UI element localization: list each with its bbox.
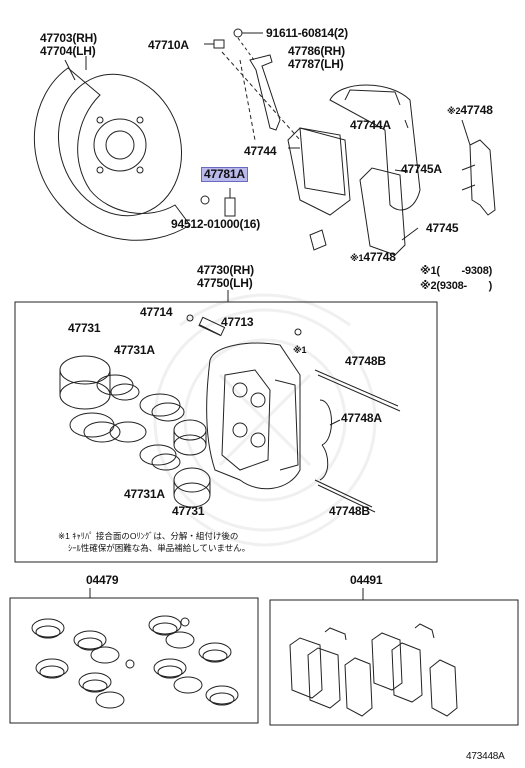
part-47731A-label-lower[interactable]: 47731A [124,487,165,501]
part-47745A-label[interactable]: 47745A [401,162,442,176]
part-47713-label[interactable]: 47713 [221,315,254,329]
part-47744A-label[interactable]: 47744A [350,118,391,132]
part-47704-label[interactable]: 47704(LH) [40,44,96,58]
part-47748-top-number: 47748 [460,103,493,117]
part-47781A-label-highlighted[interactable]: 47781A [201,167,248,182]
note-mark-2: ※2 [447,106,461,116]
note-2-date-range: ※2(9308- ) [420,280,493,292]
part-47748A-label[interactable]: 47748A [341,411,382,425]
part-91611-label[interactable]: 91611-60814(2) [266,26,348,40]
note-mark-1: ※1 [350,253,364,263]
part-47750-label[interactable]: 47750(LH) [197,276,253,290]
part-47786-label[interactable]: 47786(RH) [288,44,345,58]
part-47710A-label[interactable]: 47710A [148,38,189,52]
part-47748-top-label[interactable]: ※247748 [447,104,493,118]
part-47731-label-upper[interactable]: 47731 [68,321,101,335]
diagram-id: 473448A [466,751,505,762]
part-47703-label[interactable]: 47703(RH) [40,31,97,45]
caliper-assembly-part-numbers: 47730(RH) 47750(LH) [197,264,254,290]
part-47714-label[interactable]: 47714 [140,305,173,319]
part-04491-label[interactable]: 04491 [350,573,383,587]
caliper-seal-note-line1: ※1 ｷｬﾘﾊﾟ 接合面のOﾘﾝｸﾞは、分解・組付け後の [58,531,239,541]
dust-shield [33,67,191,241]
part-47744-label[interactable]: 47744 [244,144,277,158]
part-04479-label[interactable]: 04479 [86,573,119,587]
part-47731-label-lower[interactable]: 47731 [172,504,205,518]
note-1-date-range: ※1( -9308) [420,265,493,277]
part-94512-label[interactable]: 94512-01000(16) [171,217,261,231]
sensor-part-numbers: 47786(RH) 47787(LH) [288,45,345,71]
part-47748-mid-number: 47748 [363,250,396,264]
note-mark-1-caliper: ※1 [293,345,307,355]
part-47748B-label-upper[interactable]: 47748B [345,354,386,368]
part-47787-label[interactable]: 47787(LH) [288,57,344,71]
part-47745-label[interactable]: 47745 [426,221,459,235]
caliper-seal-note-line2: ｼｰﾙ性確保が困難な為、単品補給していません。 [68,543,251,553]
watermark-emblem [153,293,377,547]
part-47731A-label-upper[interactable]: 47731A [114,343,155,357]
dust-shield-part-numbers: 47703(RH) 47704(LH) [40,32,97,58]
part-47730-label[interactable]: 47730(RH) [197,263,254,277]
part-47748-mid-label[interactable]: ※147748 [350,251,396,265]
part-47748B-label-lower[interactable]: 47748B [329,504,370,518]
